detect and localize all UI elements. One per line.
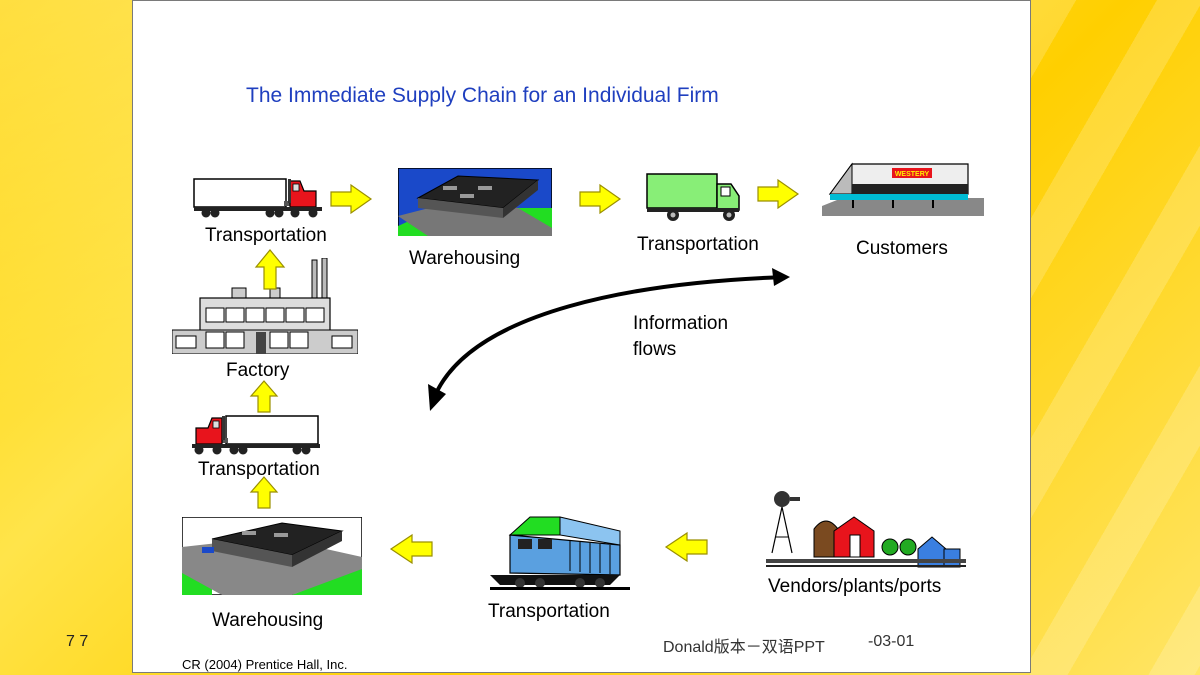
flow-arrow-right — [330, 183, 373, 215]
flow-arrow-right — [579, 183, 622, 215]
label-warehousing-top: Warehousing — [409, 248, 521, 269]
version-note: Donald版本－双语PPT — [663, 639, 825, 656]
semi-truck-icon — [193, 178, 322, 218]
label-transportation-rail: Transportation — [488, 601, 610, 622]
slide-title: The Immediate Supply Chain for an Indivi… — [246, 84, 719, 107]
store-building-icon: WESTERY — [822, 162, 984, 216]
slide-code: -03-01 — [868, 633, 915, 650]
flow-arrow-up — [249, 476, 279, 509]
label-vendors-plants-ports: Vendors/plants/ports — [768, 576, 942, 597]
store-sign-text: WESTERY — [895, 171, 930, 178]
warehouse-icon — [182, 517, 362, 595]
flow-arrow-left — [389, 533, 433, 565]
flow-arrow-left — [664, 531, 708, 563]
information-flow-arrowhead-end — [428, 384, 446, 411]
semi-truck-icon — [192, 415, 320, 455]
right-background-stripes — [1030, 0, 1200, 675]
locomotive-icon — [490, 516, 630, 590]
label-warehousing-bottom: Warehousing — [212, 610, 324, 631]
flow-arrow-up — [254, 249, 286, 290]
page-number: 7 7 — [66, 633, 89, 650]
label-transportation-green-truck: Transportation — [637, 234, 759, 255]
label-customers: Customers — [856, 238, 948, 259]
information-flow-arrow — [432, 275, 787, 399]
flow-arrow-right — [757, 178, 800, 210]
flow-arrow-up — [249, 380, 279, 413]
copyright-credit: CR (2004) Prentice Hall, Inc. — [182, 657, 348, 672]
farm-vendors-icon — [766, 491, 966, 568]
left-background-panel — [0, 0, 132, 675]
label-factory: Factory — [226, 360, 290, 381]
label-transportation-truck-mid: Transportation — [198, 459, 320, 480]
label-transportation-truck-top: Transportation — [205, 225, 327, 246]
information-flow-arrowhead-start — [772, 268, 790, 286]
label-information-flows-line1: Information — [633, 313, 729, 334]
delivery-truck-icon — [646, 173, 740, 221]
label-information-flows-line2: flows — [633, 339, 677, 360]
warehouse-icon — [398, 168, 552, 236]
factory-icon — [172, 258, 358, 354]
